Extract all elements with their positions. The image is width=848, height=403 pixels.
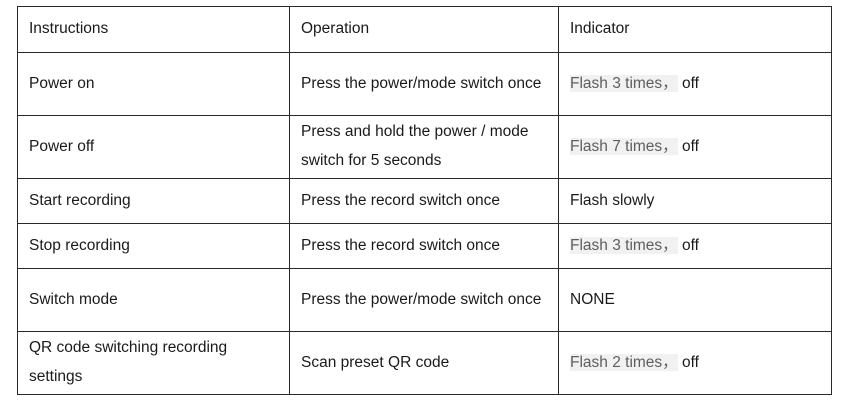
operation-label: Press the record switch once [301, 191, 501, 209]
indicator-flash-text: Flash 3 times [570, 236, 663, 254]
table-row: QR code switching recording settings Sca… [17, 331, 832, 395]
table-row: Power off Press and hold the power / mod… [17, 115, 832, 179]
indicator-value: Flash slowly [570, 192, 654, 209]
indicator-separator: ， [662, 137, 678, 155]
cell-indicator: NONE [558, 268, 832, 332]
cell-operation: Press the record switch once [289, 178, 559, 224]
indicator-value: Flash 3 times， off [570, 236, 699, 254]
indicator-value: Flash 3 times， off [570, 74, 699, 92]
column-header-operation-label: Operation [301, 20, 370, 38]
column-header-operation: Operation [289, 6, 559, 53]
indicator-separator: ， [662, 74, 678, 92]
indicator-state-text: off [682, 137, 699, 155]
table-row: Power on Press the power/mode switch onc… [17, 52, 832, 116]
cell-operation: Press the power/mode switch once [289, 268, 559, 332]
operation-label: Press the power/mode switch once [301, 74, 542, 92]
instruction-label: Start recording [29, 191, 131, 209]
cell-instruction: Stop recording [17, 223, 290, 269]
cell-instruction: Switch mode [17, 268, 290, 332]
indicator-separator: ， [662, 236, 678, 254]
operation-label: Press the record switch once [301, 236, 501, 254]
instruction-label: Power off [29, 137, 95, 155]
cell-indicator: Flash 3 times， off [558, 223, 832, 269]
operation-label: Scan preset QR code [301, 353, 450, 371]
operation-label: Press and hold the power / mode switch f… [301, 123, 529, 169]
indicator-flash-text: Flash 2 times [570, 353, 663, 371]
cell-instruction: Power off [17, 115, 290, 179]
indicator-state-text: off [682, 353, 699, 371]
table-row: Stop recording Press the record switch o… [17, 223, 832, 269]
indicator-value: NONE [570, 291, 615, 308]
indicator-value: Flash 7 times， off [570, 137, 699, 155]
instruction-label: Power on [29, 74, 95, 92]
operation-label: Press the power/mode switch once [301, 290, 542, 308]
indicator-flash-text: Flash 3 times [570, 74, 663, 92]
indicator-flash-text: Flash 7 times [570, 137, 663, 155]
table-header-row: Instructions Operation Indicator [17, 6, 832, 53]
column-header-indicator: Indicator [558, 6, 832, 53]
indicator-state-text: off [682, 236, 699, 254]
indicator-state-text: NONE [570, 290, 615, 308]
table-row: Start recording Press the record switch … [17, 178, 832, 224]
cell-indicator: Flash slowly [558, 178, 832, 224]
table-row: Switch mode Press the power/mode switch … [17, 268, 832, 332]
device-operation-table: Instructions Operation Indicator Power o… [17, 6, 832, 395]
column-header-indicator-label: Indicator [570, 20, 630, 38]
cell-instruction: Power on [17, 52, 290, 116]
cell-indicator: Flash 3 times， off [558, 52, 832, 116]
indicator-state-text: off [682, 74, 699, 92]
cell-operation: Press the power/mode switch once [289, 52, 559, 116]
cell-indicator: Flash 2 times， off [558, 331, 832, 395]
cell-instruction: QR code switching recording settings [17, 331, 290, 395]
column-header-instructions-label: Instructions [29, 20, 109, 38]
instruction-label: QR code switching recording settings [29, 339, 228, 385]
cell-indicator: Flash 7 times， off [558, 115, 832, 179]
instruction-label: Switch mode [29, 290, 118, 308]
indicator-state-text: Flash slowly [570, 191, 655, 209]
instruction-label: Stop recording [29, 236, 130, 254]
cell-operation: Press the record switch once [289, 223, 559, 269]
cell-operation: Scan preset QR code [289, 331, 559, 395]
indicator-separator: ， [662, 353, 678, 371]
cell-instruction: Start recording [17, 178, 290, 224]
column-header-instructions: Instructions [17, 6, 290, 53]
cell-operation: Press and hold the power / mode switch f… [289, 115, 559, 179]
indicator-value: Flash 2 times， off [570, 353, 699, 371]
